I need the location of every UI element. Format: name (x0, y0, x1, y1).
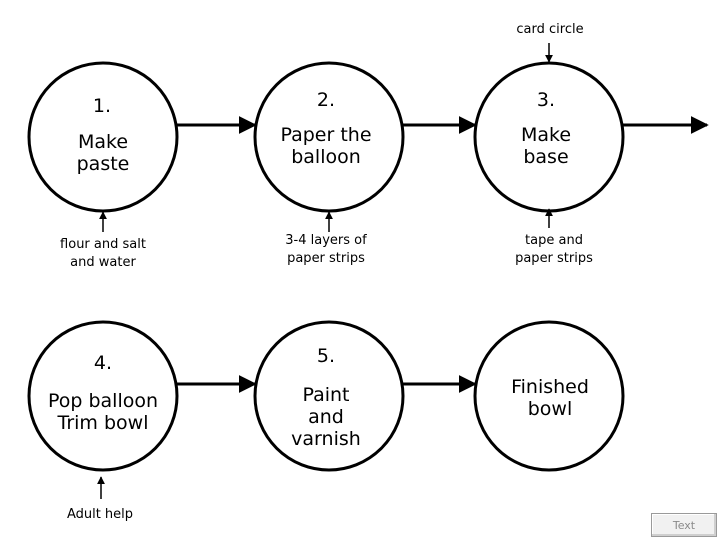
step-1-circle (27, 61, 179, 213)
final-text: Finished bowl (511, 376, 589, 420)
step-2-input-label: 3-4 layers of paper strips (285, 233, 367, 266)
step-3-number: 3. (536, 89, 556, 111)
text-button[interactable]: Text (651, 513, 717, 537)
step-5-circle (253, 320, 405, 472)
final-circle (473, 320, 625, 472)
step-5-text: Paint and varnish (291, 384, 361, 450)
step-4-text: Pop balloon Trim bowl (47, 390, 159, 434)
step-5-number: 5. (316, 345, 336, 367)
step-4-number: 4. (93, 352, 113, 374)
step-3-text: Make base (520, 124, 572, 168)
step-1-input-label: flour and salt and water (60, 237, 146, 270)
step-2-text: Paper the balloon (280, 124, 372, 168)
step-1-number: 1. (92, 95, 112, 117)
step-3-input-label: tape and paper strips (515, 233, 593, 266)
card-circle-label: card circle (516, 22, 584, 37)
step-2-circle (253, 61, 405, 213)
step-4-input-label: Adult help (66, 507, 134, 522)
step-2-number: 2. (316, 89, 336, 111)
step-4-circle (27, 320, 179, 472)
step-1-text: Make paste (76, 131, 130, 175)
